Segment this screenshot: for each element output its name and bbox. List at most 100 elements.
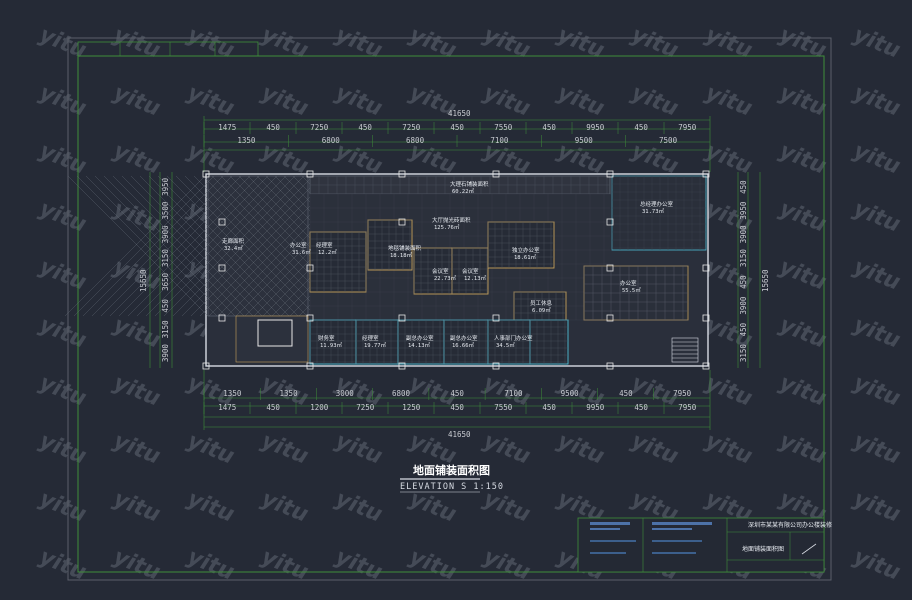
room-name: 会议室 — [432, 267, 449, 275]
room-area: 16.66㎡ — [452, 341, 475, 349]
watermark-text: yitu — [36, 80, 90, 121]
watermark-text: yitu — [554, 428, 608, 469]
column — [218, 314, 226, 322]
watermark-text: yitu — [628, 80, 682, 121]
watermark-text: yitu — [702, 428, 756, 469]
watermark-text: yitu — [406, 486, 460, 527]
dimension-value: 3150 — [161, 320, 170, 339]
office-room — [309, 231, 367, 293]
watermark-text: yitu — [776, 80, 830, 121]
watermark-text: yitu — [628, 428, 682, 469]
bottom-office — [529, 319, 569, 365]
dimension-value: 3150 — [739, 249, 748, 268]
overall-dimension-bottom: 41650 — [448, 430, 471, 439]
watermark-text: yitu — [110, 22, 164, 63]
watermark-text: yitu — [36, 22, 90, 63]
watermark-text: yitu — [480, 544, 534, 585]
column — [606, 218, 614, 226]
room-name: 总经理办公室 — [640, 200, 674, 208]
room-name: 走廊面积 — [222, 237, 245, 245]
room-name: 员工休息 — [530, 299, 553, 307]
title-block-sheet: 地面铺装面积图 — [742, 545, 784, 553]
room-name: 人事部门办公室 — [494, 334, 533, 342]
bottom-dimensions — [203, 370, 711, 430]
room-area: 12.2㎡ — [318, 248, 337, 256]
room-area: 34.5㎡ — [496, 341, 515, 349]
right-total-dimension: 15650 — [761, 269, 770, 292]
bottom-office — [397, 319, 445, 365]
column — [606, 314, 614, 322]
dimension-value: 7550 — [494, 123, 513, 132]
dimension-value: 3950 — [739, 201, 748, 220]
room-area: 11.93㎡ — [320, 341, 343, 349]
inner-sheet-frame — [77, 55, 825, 573]
watermark-text: yitu — [776, 22, 830, 63]
room-name: 财务室 — [318, 334, 335, 342]
column — [606, 170, 614, 178]
dimension-value: 9500 — [575, 136, 594, 145]
watermark-text: yitu — [110, 544, 164, 585]
room-name: 大厅抛光砖面积 — [432, 216, 471, 224]
room-area: 125.76㎡ — [434, 223, 460, 231]
room-area: 18.61㎡ — [514, 253, 537, 261]
watermark-text: yitu — [850, 544, 904, 585]
watermark-text: yitu — [702, 80, 756, 121]
bottom-office — [443, 319, 489, 365]
watermark-text: yitu — [184, 486, 238, 527]
dimension-value: 450 — [266, 123, 280, 132]
dimension-value: 1350 — [223, 389, 242, 398]
dimension-value: 450 — [739, 275, 748, 289]
room-area: 32.4㎡ — [224, 244, 243, 252]
watermark-text: yitu — [776, 254, 830, 295]
watermark-text: yitu — [850, 370, 904, 411]
room-area: 55.5㎡ — [622, 286, 641, 294]
watermark-text: yitu — [258, 486, 312, 527]
watermark-text: yitu — [850, 428, 904, 469]
column — [218, 264, 226, 272]
watermark-text: yitu — [776, 312, 830, 353]
column — [306, 264, 314, 272]
watermark-text: yitu — [36, 544, 90, 585]
dimension-value: 9950 — [586, 123, 605, 132]
column — [702, 264, 710, 272]
column — [492, 170, 500, 178]
room-area: 12.13㎡ — [464, 274, 487, 282]
column — [398, 314, 406, 322]
watermark-text: yitu — [850, 312, 904, 353]
office-room — [451, 247, 489, 295]
watermark-text: yitu — [480, 486, 534, 527]
dimension-value: 450 — [542, 123, 556, 132]
watermark-text: yitu — [628, 22, 682, 63]
dimension-value: 1350 — [237, 136, 256, 145]
column — [702, 314, 710, 322]
room-name: 经理室 — [362, 334, 379, 342]
watermark-text: yitu — [480, 80, 534, 121]
room-area: 22.73㎡ — [434, 274, 457, 282]
room-name: 会议室 — [462, 267, 479, 275]
room-name: 副总办公室 — [450, 334, 478, 342]
watermark-text: yitu — [36, 370, 90, 411]
watermark-text: yitu — [332, 486, 386, 527]
outer-sheet-frame — [67, 37, 832, 581]
watermark-text: yitu — [776, 138, 830, 179]
watermark-text: yitu — [776, 196, 830, 237]
watermark-text: yitu — [332, 80, 386, 121]
stair — [671, 337, 699, 363]
dimension-value: 450 — [634, 123, 648, 132]
bottom-office — [309, 319, 357, 365]
dimension-value: 1250 — [402, 403, 421, 412]
room-area: 31.73㎡ — [642, 207, 665, 215]
dimension-value: 7950 — [678, 123, 697, 132]
room-area: 19.77㎡ — [364, 341, 387, 349]
dimension-value: 1350 — [280, 389, 299, 398]
dimension-value: 3950 — [161, 177, 170, 196]
room-area: 31.6㎡ — [292, 248, 311, 256]
bottom-office-row — [309, 319, 569, 365]
column — [398, 218, 406, 226]
marble-zone — [64, 175, 452, 363]
structural-columns — [202, 170, 710, 370]
column — [606, 362, 614, 370]
